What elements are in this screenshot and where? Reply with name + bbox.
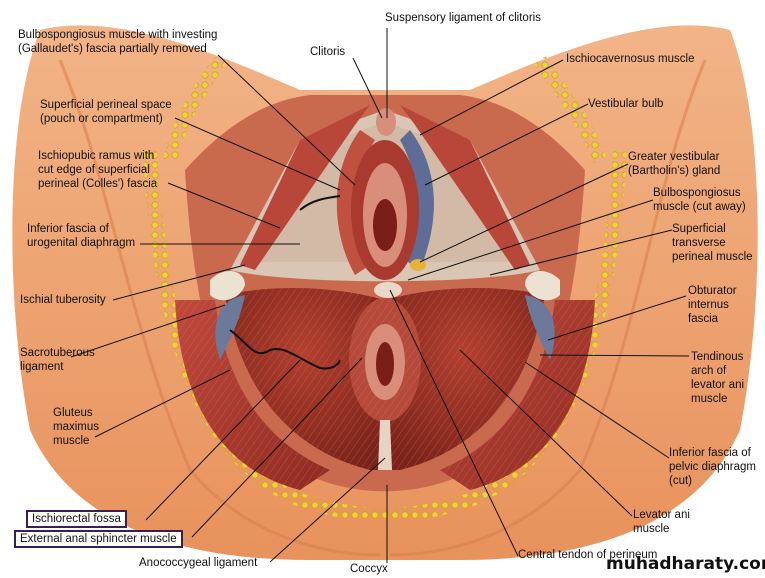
label-coccyx: Coccyx bbox=[350, 563, 388, 575]
label-anococcygeal: Anococcygeal ligament bbox=[139, 557, 258, 569]
watermark: muhadharaty.com bbox=[606, 554, 765, 574]
label-suspensory-ligament: Suspensory ligament of clitoris bbox=[385, 12, 541, 24]
anococcygeal-ligament bbox=[378, 420, 392, 470]
label-sacrotuberous: Sacrotuberous ligament bbox=[20, 347, 95, 373]
label-bulbospongiosus-cut: Bulbospongiosus muscle (cut away) bbox=[653, 187, 746, 213]
label-ischial-tuberosity: Ischial tuberosity bbox=[20, 294, 106, 306]
label-inferior-fascia-pelvic: Inferior fascia of pelvic diaphragm (cut… bbox=[669, 447, 756, 487]
label-superficial-perineal-space: Superficial perineal space (pouch or com… bbox=[40, 99, 172, 125]
label-clitoris: Clitoris bbox=[310, 46, 346, 58]
levator-ani bbox=[225, 288, 545, 470]
label-obturator-internus: Obturator internus fascia bbox=[688, 285, 737, 325]
leader-lines bbox=[70, 28, 690, 563]
central-tendon bbox=[374, 282, 402, 298]
label-levator-ani: Levator ani muscle bbox=[633, 509, 690, 535]
obturator-fascia bbox=[215, 295, 555, 360]
ischial-tuberosity bbox=[210, 270, 560, 301]
label-external-anal-sphincter: External anal sphincter muscle bbox=[14, 530, 183, 548]
label-ischiocavernosus: Ischiocavernosus muscle bbox=[566, 53, 695, 65]
scribble-mark-2 bbox=[299, 195, 341, 211]
label-ischiopubic-ramus: Ischiopubic ramus with cut edge of super… bbox=[38, 150, 158, 190]
vaginal-orifice bbox=[351, 140, 419, 280]
label-inferior-fascia-urogenital: Inferior fascia of urogenital diaphragm bbox=[27, 223, 136, 249]
anal-sphincter bbox=[349, 298, 421, 422]
label-central-tendon: Central tendon of perineum bbox=[518, 549, 658, 561]
ischiocavernosus-left bbox=[240, 105, 370, 270]
gluteus-maximus-right bbox=[440, 300, 595, 490]
label-bulbospongiosus-investing: Bulbospongiosus muscle with investing (G… bbox=[18, 29, 218, 55]
bartholin-gland bbox=[410, 259, 426, 271]
label-tendinous-arch: Tendinous arch of levator ani muscle bbox=[691, 351, 745, 405]
label-superficial-transverse: Superficial transverse perineal muscle bbox=[672, 223, 753, 263]
scribble-mark bbox=[229, 329, 341, 370]
label-vestibular-bulb: Vestibular bulb bbox=[588, 98, 664, 110]
label-greater-vestibular-gland: Greater vestibular (Bartholin's) gland bbox=[628, 151, 721, 177]
gluteus-maximus-left bbox=[175, 300, 330, 490]
ischiocavernosus-right bbox=[400, 105, 530, 270]
label-ischiorectal-fossa: Ischiorectal fossa bbox=[26, 510, 127, 528]
label-gluteus-maximus: Gluteus maximus muscle bbox=[53, 407, 100, 447]
